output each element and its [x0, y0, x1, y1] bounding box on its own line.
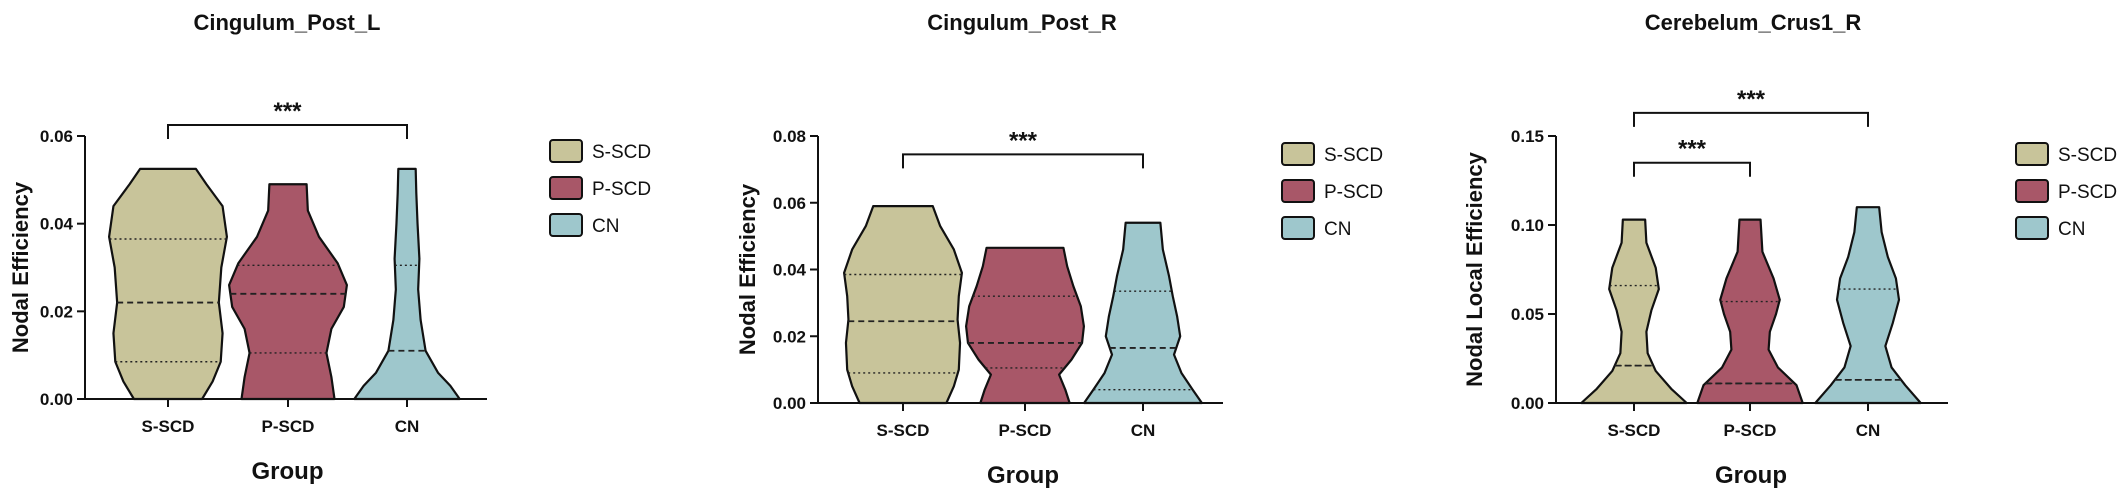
y-tick-label: 0.10 — [1511, 216, 1544, 235]
x-axis-label: Group — [1715, 462, 1787, 489]
y-tick-label: 0.06 — [773, 194, 806, 213]
legend-label: CN — [1324, 219, 1351, 240]
legend-swatch-cn — [2015, 216, 2049, 240]
y-tick-label: 0.02 — [40, 302, 73, 321]
violin-p-scd — [1696, 218, 1804, 405]
y-tick-label: 0.04 — [773, 261, 807, 280]
x-axis-label: Group — [987, 462, 1059, 489]
legend-swatch-cn — [1281, 216, 1315, 240]
y-tick-label: 0.02 — [773, 327, 806, 346]
significance-bracket — [1633, 161, 1751, 177]
x-tick-label: S-SCD — [877, 421, 930, 440]
chart-panel-3: Cerebelum_Crus1_R 0.00 0.05 0.10 0.15S-SCD P-… — [1462, 10, 2117, 489]
chart-panel-2: Cingulum_Post_R 0.00 0.02 0.04 0.06 0.08S-SCD… — [735, 10, 1383, 489]
x-tick-label: CN — [1131, 421, 1156, 440]
y-tick-label: 0.00 — [1511, 394, 1544, 413]
violin-p-scd — [965, 246, 1085, 405]
y-tick-label: 0.00 — [773, 394, 806, 413]
significance-bracket — [902, 153, 1144, 169]
significance-bracket — [167, 124, 408, 140]
chart-panel-1: Cingulum_Post_L 0.00 0.02 0.04 0.06S-SCD P-SC… — [8, 10, 651, 485]
violin-s-scd — [1580, 218, 1688, 405]
legend-swatch-s-scd — [2015, 142, 2049, 166]
y-axis-label: Nodal Efficiency — [8, 181, 33, 353]
legend-swatch-s-scd — [549, 139, 583, 163]
significance-label: *** — [1737, 86, 1766, 113]
x-tick-label: S-SCD — [1608, 421, 1661, 440]
chart-title: Cingulum_Post_L — [193, 10, 380, 35]
violin-cn — [1814, 206, 1922, 405]
legend-label: P-SCD — [1324, 182, 1383, 203]
legend-swatch-p-scd — [1281, 179, 1315, 203]
y-tick-label: 0.00 — [40, 390, 73, 409]
y-axis-label: Nodal Local Efficiency — [1462, 151, 1487, 386]
violin-p-scd — [228, 183, 348, 401]
x-axis-label: Group — [252, 458, 324, 485]
x-tick-label: CN — [1856, 421, 1881, 440]
violin-s-scd — [108, 167, 228, 401]
legend-label: CN — [2058, 219, 2085, 240]
violin-cn — [1083, 221, 1203, 405]
y-tick-label: 0.08 — [773, 127, 806, 146]
chart-title: Cerebelum_Crus1_R — [1645, 10, 1862, 35]
x-tick-label: P-SCD — [999, 421, 1052, 440]
x-tick-label: CN — [395, 417, 420, 436]
y-tick-label: 0.06 — [40, 127, 73, 146]
legend-label: CN — [592, 216, 619, 237]
y-tick-label: 0.05 — [1511, 305, 1544, 324]
violin-s-scd — [843, 204, 963, 405]
significance-bracket — [1633, 111, 1869, 127]
legend-label: S-SCD — [592, 142, 651, 163]
violin-cn — [353, 167, 461, 401]
legend-label: S-SCD — [2058, 145, 2117, 166]
significance-label: *** — [273, 98, 302, 125]
y-axis-label: Nodal Efficiency — [735, 183, 760, 355]
chart-title: Cingulum_Post_R — [927, 10, 1117, 35]
legend-swatch-p-scd — [549, 176, 583, 200]
legend-swatch-cn — [549, 213, 583, 237]
y-tick-label: 0.15 — [1511, 127, 1544, 146]
legend-swatch-p-scd — [2015, 179, 2049, 203]
y-tick-label: 0.04 — [40, 215, 74, 234]
significance-label: *** — [1678, 136, 1707, 163]
x-tick-label: S-SCD — [142, 417, 195, 436]
legend-label: P-SCD — [2058, 182, 2117, 203]
significance-label: *** — [1009, 127, 1038, 154]
legend-label: P-SCD — [592, 179, 651, 200]
legend-label: S-SCD — [1324, 145, 1383, 166]
x-tick-label: P-SCD — [262, 417, 315, 436]
legend-swatch-s-scd — [1281, 142, 1315, 166]
x-tick-label: P-SCD — [1724, 421, 1777, 440]
